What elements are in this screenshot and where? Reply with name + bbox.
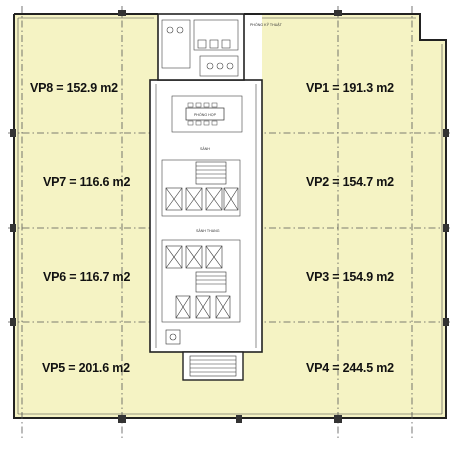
- unit-label-vp8: VP8 = 152.9 m2: [30, 81, 118, 95]
- unit-area-vp8[interactable]: [14, 14, 158, 133]
- unit-label-vp2: VP2 = 154.7 m2: [306, 175, 394, 189]
- perimeter-columns: [10, 10, 449, 423]
- unit-area-vp4[interactable]: [214, 320, 446, 418]
- unit-label-vp6: VP6 = 116.7 m2: [43, 270, 130, 284]
- unit-label-vp5: VP5 = 201.6 m2: [42, 361, 130, 375]
- meeting-room-label: PHÒNG HỌP: [194, 112, 217, 117]
- unit-area-vp6[interactable]: [14, 228, 150, 325]
- unit-area-vp2[interactable]: [262, 140, 446, 228]
- unit-areas: [14, 14, 446, 418]
- unit-labels: VP8 = 152.9 m2 VP1 = 191.3 m2 VP7 = 116.…: [30, 81, 394, 375]
- unit-area-vp5[interactable]: [14, 325, 214, 418]
- unit-label-vp3: VP3 = 154.9 m2: [306, 270, 394, 284]
- unit-area-vp7[interactable]: [14, 133, 150, 228]
- outer-walls: [13, 13, 447, 419]
- unit-label-vp1: VP1 = 191.3 m2: [306, 81, 394, 95]
- unit-area-vp3[interactable]: [262, 228, 446, 320]
- unit-area-vp1[interactable]: [262, 14, 446, 140]
- lift-lobby-label: SẢNH THANG: [196, 228, 220, 233]
- unit-label-vp7: VP7 = 116.6 m2: [43, 175, 130, 189]
- unit-label-vp4: VP4 = 244.5 m2: [306, 361, 394, 375]
- building-core: PHÒNG HỌP PHÒNG KỸ THUẬT SẢNH SẢNH THANG: [149, 13, 283, 381]
- technical-room-label: PHÒNG KỸ THUẬT: [250, 22, 283, 27]
- corridor-label: SẢNH: [200, 146, 210, 151]
